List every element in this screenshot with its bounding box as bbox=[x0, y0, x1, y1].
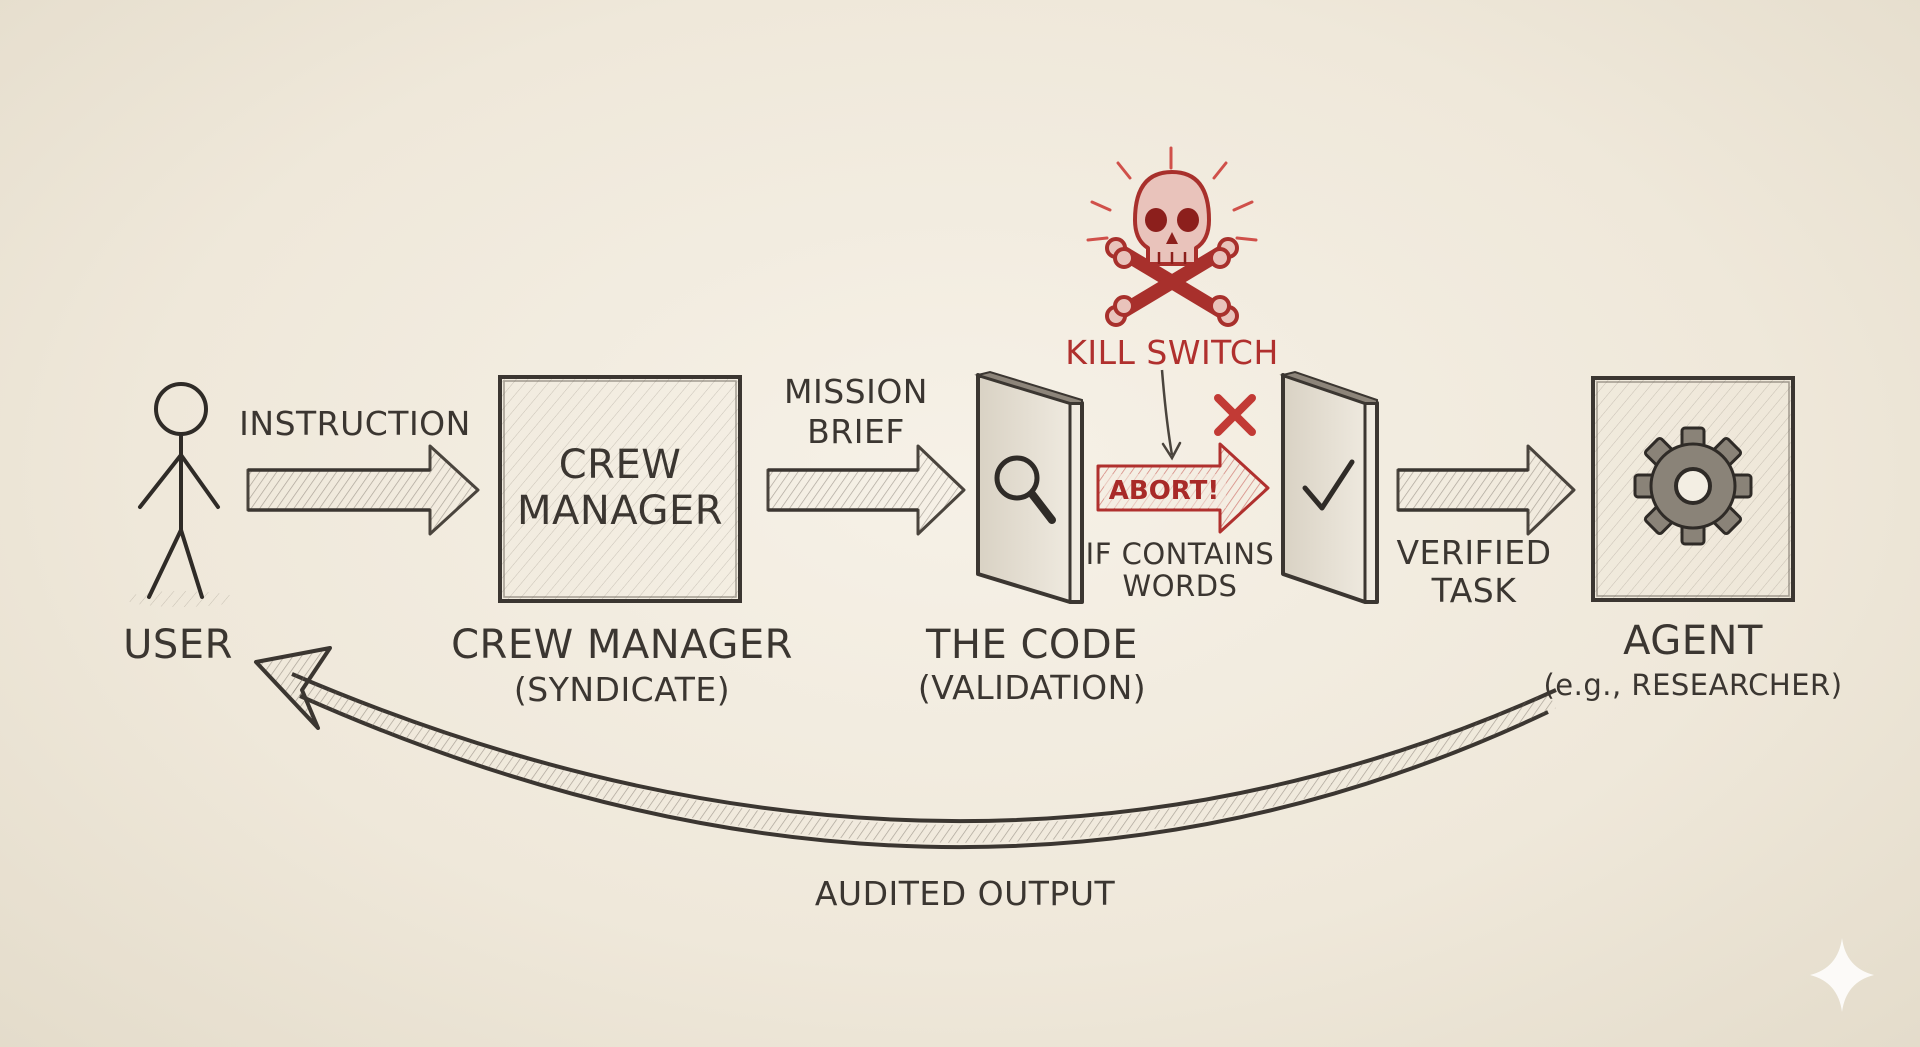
mission-brief-arrow bbox=[766, 444, 966, 536]
agent-sublabel: (e.g., RESEARCHER) bbox=[1543, 668, 1843, 702]
code-label: THE CODE bbox=[926, 622, 1138, 668]
abort-arrow bbox=[1096, 442, 1270, 534]
kill-switch-pointer-head bbox=[1161, 441, 1182, 461]
if-contains-words-label: IF CONTAINS WORDS bbox=[1085, 537, 1275, 603]
checkmark-icon bbox=[1302, 459, 1355, 511]
sparkle-icon bbox=[1810, 938, 1874, 1012]
agent-label: AGENT bbox=[1623, 618, 1763, 664]
validation-panel-scan bbox=[974, 370, 1084, 604]
code-sublabel: (VALIDATION) bbox=[917, 668, 1147, 707]
audited-output-label: AUDITED OUTPUT bbox=[814, 874, 1116, 913]
abort-label: ABORT! bbox=[1108, 476, 1220, 506]
instruction-label: INSTRUCTION bbox=[239, 404, 471, 443]
audited-output-arrow bbox=[254, 646, 1557, 850]
stick-figure-icon bbox=[126, 382, 236, 607]
mission-brief-label: MISSION BRIEF bbox=[784, 372, 928, 451]
crew-manager-label: CREW MANAGER bbox=[451, 622, 793, 668]
crew-manager-box bbox=[498, 375, 742, 603]
crew-manager-sublabel: (SYNDICATE) bbox=[513, 670, 731, 709]
agent-box bbox=[1591, 376, 1795, 602]
crew-manager-box-text: CREW MANAGER bbox=[516, 442, 724, 534]
kill-switch-pointer bbox=[1160, 369, 1174, 456]
gear-icon bbox=[1633, 426, 1753, 546]
kill-switch-label: KILL SWITCH bbox=[1065, 333, 1279, 372]
instruction-arrow bbox=[246, 444, 480, 536]
verified-task-label: VERIFIED TASK bbox=[1396, 533, 1552, 610]
validation-panel-verify bbox=[1279, 370, 1379, 604]
skull-crossbones-icon bbox=[1086, 146, 1258, 327]
verified-task-arrow bbox=[1396, 444, 1576, 536]
red-x-icon bbox=[1214, 394, 1256, 436]
magnifier-icon bbox=[994, 455, 1056, 524]
user-label: USER bbox=[123, 622, 233, 668]
